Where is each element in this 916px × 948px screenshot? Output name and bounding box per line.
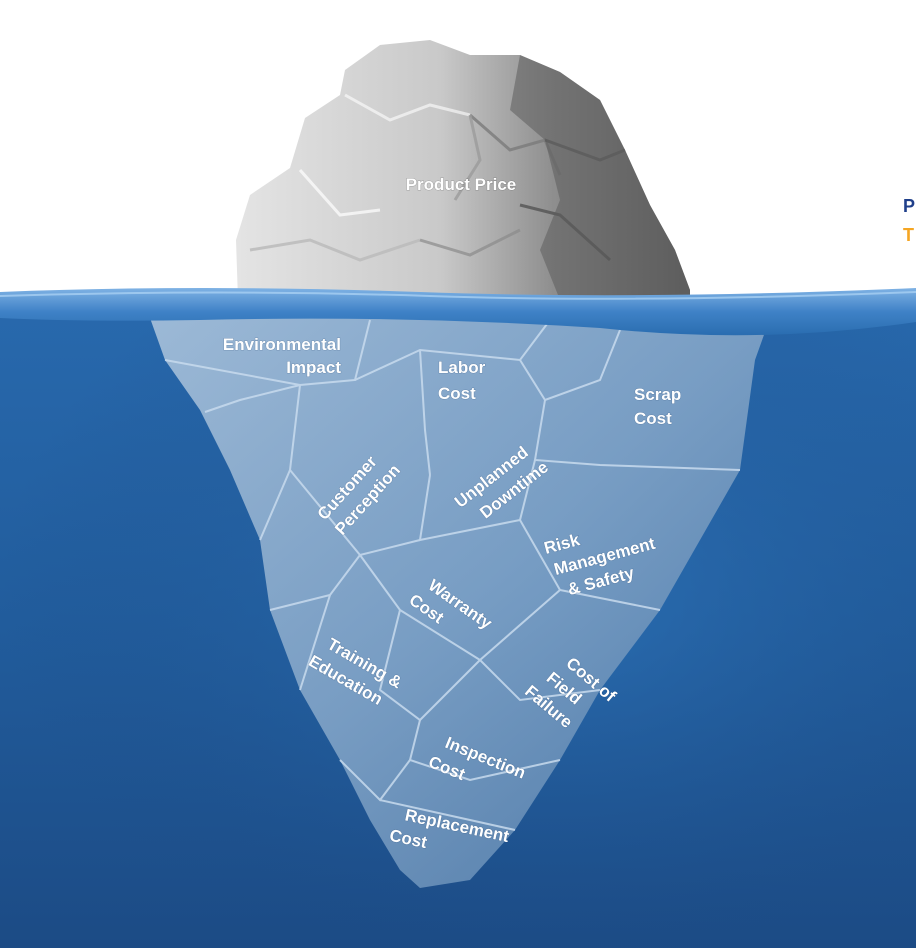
iceberg-cracks [164,319,741,831]
label-line: Impact [286,358,341,377]
label-line: Cost [438,384,476,403]
waterline-highlight [0,291,916,300]
waterline [0,288,916,336]
edge-text-line2: T [903,225,914,245]
label-risk-management-safety: Risk Management & Safety [542,530,658,600]
label-scrap-cost: Scrap Cost [634,385,682,429]
label-product-price: Product Price [406,175,517,194]
label-labor-cost: Labor Cost [438,358,487,404]
edge-text-line1: P [903,196,915,216]
label-line: Scrap [634,385,681,404]
label-line: Environmental [223,335,341,354]
label-line: Labor [438,358,486,377]
label-environmental-impact: Environmental Impact [222,335,341,378]
iceberg-top-shadow [510,55,690,300]
iceberg-underwater [150,318,770,888]
label-line: Cost [634,409,672,428]
